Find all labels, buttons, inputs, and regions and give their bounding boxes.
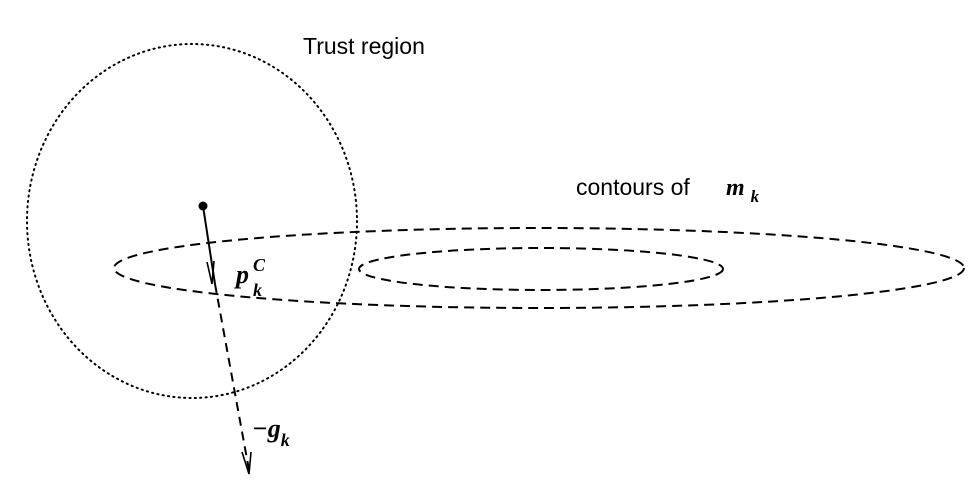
- negative-gradient-label: −gk: [252, 414, 290, 450]
- cauchy-step-superscript: C: [253, 255, 266, 275]
- negative-gradient-line: [214, 283, 250, 471]
- cauchy-step-label: p: [234, 260, 249, 289]
- cauchy-step-arrowhead: [206, 260, 215, 285]
- negative-gradient-arrowhead: [241, 451, 252, 475]
- inner-contour-ellipse: [358, 247, 724, 291]
- outer-contour-ellipse: [113, 227, 965, 309]
- contours-label: contours of: [576, 174, 690, 200]
- negative-gradient-minus: −: [252, 414, 268, 443]
- trust-region-circle: [26, 43, 358, 399]
- model-symbol-subscript: k: [751, 187, 760, 206]
- trust-region-label: Trust region: [303, 33, 425, 59]
- negative-gradient-symbol: g: [267, 414, 281, 443]
- cauchy-step-subscript: k: [253, 280, 262, 300]
- negative-gradient-subscript: k: [281, 430, 290, 450]
- model-symbol: m k: [726, 175, 760, 206]
- model-symbol-letter: m: [726, 175, 745, 201]
- contours-label-text: contours of: [576, 174, 690, 200]
